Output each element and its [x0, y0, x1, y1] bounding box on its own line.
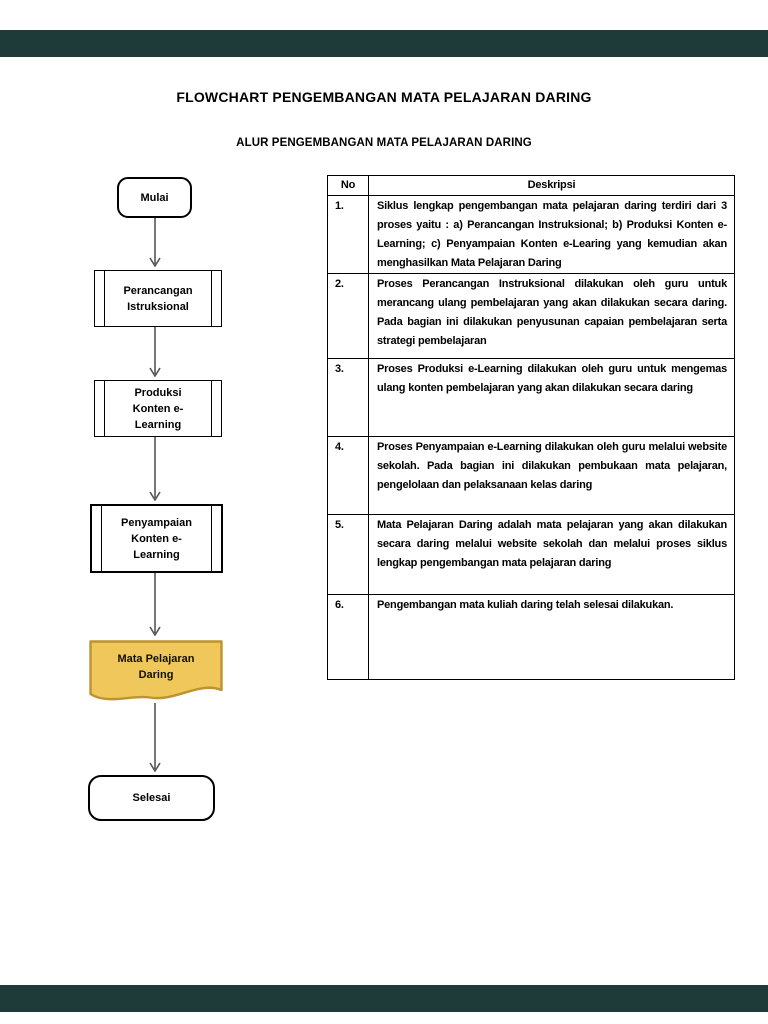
flow-node-output-document: Mata Pelajaran Daring: [89, 640, 223, 706]
row-number: 3.: [327, 358, 369, 437]
flow-node-output-document-label: Mata Pelajaran Daring: [117, 653, 195, 681]
arrow-down-icon: [147, 703, 163, 772]
page-subtitle: ALUR PENGEMBANGAN MATA PELAJARAN DARING: [236, 137, 532, 149]
row-number: 5.: [327, 514, 369, 595]
row-number: 1.: [327, 195, 369, 274]
flow-node-instructional-design-label: Perancangan Istruksional: [123, 284, 193, 313]
row-number: 6.: [327, 594, 369, 680]
row-description: Proses Penyampaian e-Learning dilakukan …: [368, 436, 735, 515]
row-number: 2.: [327, 273, 369, 359]
row-description: Proses Produksi e-Learning dilakukan ole…: [368, 358, 735, 437]
table-header-no: No: [327, 175, 369, 196]
table-row: 5. Mata Pelajaran Daring adalah mata pel…: [327, 514, 735, 595]
flow-node-instructional-design: Perancangan Istruksional: [94, 270, 222, 327]
description-table: No Deskripsi 1. Siklus lengkap pengemban…: [327, 175, 735, 680]
arrow-down-icon: [147, 218, 163, 267]
flow-node-content-production: Produksi Konten e- Learning: [94, 380, 222, 437]
row-number: 4.: [327, 436, 369, 515]
page-title: FLOWCHART PENGEMBANGAN MATA PELAJARAN DA…: [176, 89, 592, 105]
arrow-down-icon: [147, 437, 163, 501]
row-description: Proses Perancangan Instruksional dilakuk…: [368, 273, 735, 359]
table-header-deskripsi: Deskripsi: [368, 175, 735, 196]
flow-node-end-label: Selesai: [132, 792, 171, 804]
table-header-row: No Deskripsi: [327, 175, 735, 196]
row-description: Mata Pelajaran Daring adalah mata pelaja…: [368, 514, 735, 595]
flow-node-start-label: Mulai: [140, 191, 169, 204]
table-row: 4. Proses Penyampaian e-Learning dilakuk…: [327, 436, 735, 515]
page-top-divider: [0, 30, 768, 57]
table-row: 2. Proses Perancangan Instruksional dila…: [327, 273, 735, 359]
row-description: Pengembangan mata kuliah daring telah se…: [368, 594, 735, 680]
arrow-down-icon: [147, 327, 163, 377]
table-row: 6. Pengembangan mata kuliah daring telah…: [327, 594, 735, 680]
flow-node-content-delivery: Penyampaian Konten e- Learning: [90, 504, 223, 573]
table-row: 3. Proses Produksi e-Learning dilakukan …: [327, 358, 735, 437]
table-row: 1. Siklus lengkap pengembangan mata pela…: [327, 195, 735, 274]
page-bottom-divider: [0, 985, 768, 1012]
flow-node-content-delivery-label: Penyampaian Konten e- Learning: [121, 516, 192, 561]
flow-node-content-production-label: Produksi Konten e- Learning: [132, 386, 184, 431]
document-shape-icon: [89, 640, 223, 701]
flow-node-end: Selesai: [88, 775, 215, 821]
flow-node-start: Mulai: [117, 177, 192, 218]
arrow-down-icon: [147, 573, 163, 636]
row-description: Siklus lengkap pengembangan mata pelajar…: [368, 195, 735, 274]
